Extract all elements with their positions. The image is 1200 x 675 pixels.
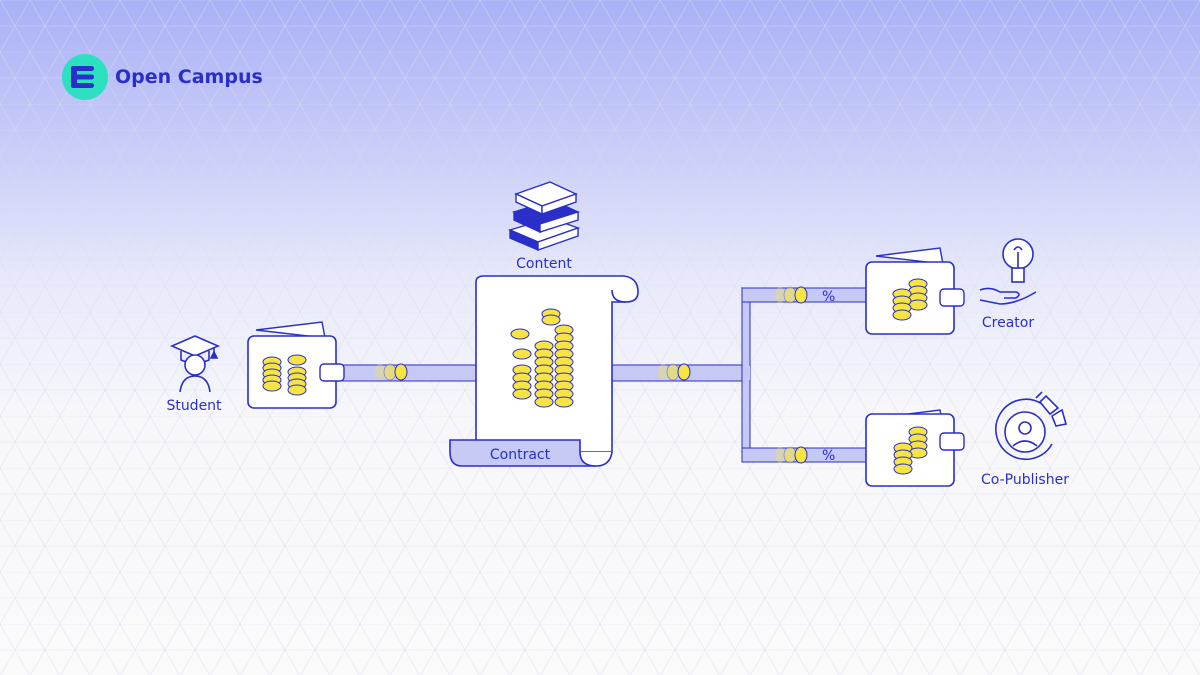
percent-label-copublisher: % bbox=[822, 448, 835, 464]
percent-label-creator: % bbox=[822, 289, 835, 305]
creator-label: Creator bbox=[982, 315, 1034, 331]
coin-icon bbox=[375, 363, 408, 381]
pipe-student-contract bbox=[337, 364, 479, 382]
coin-stack-icon bbox=[510, 308, 574, 408]
coin-icon bbox=[775, 286, 808, 304]
wallet-clasp bbox=[319, 363, 345, 382]
coin-icon bbox=[775, 446, 808, 464]
content-label: Content bbox=[516, 256, 572, 272]
copublisher-label: Co-Publisher bbox=[981, 472, 1069, 488]
creator-wallet bbox=[865, 247, 965, 335]
wallet-clasp bbox=[939, 432, 965, 451]
publisher-target-icon bbox=[995, 391, 1068, 461]
coin-stack-icon bbox=[262, 354, 307, 396]
lightbulb-hand-icon bbox=[979, 238, 1037, 305]
coin-icon bbox=[658, 363, 691, 381]
brand-name: Open Campus bbox=[115, 66, 263, 88]
contract-label: Contract bbox=[490, 447, 551, 463]
coin-stack-icon bbox=[893, 426, 928, 475]
graduate-icon bbox=[169, 335, 221, 393]
student-node: Student bbox=[166, 335, 222, 414]
coin-stack-icon bbox=[892, 278, 928, 321]
coins-in-transit: % % bbox=[375, 286, 835, 464]
student-label: Student bbox=[166, 398, 222, 414]
student-wallet bbox=[247, 321, 345, 409]
wallet-clasp bbox=[939, 288, 965, 307]
copublisher-wallet bbox=[865, 409, 965, 487]
open-campus-logo: Open Campus bbox=[62, 54, 263, 100]
books-icon bbox=[507, 181, 581, 252]
